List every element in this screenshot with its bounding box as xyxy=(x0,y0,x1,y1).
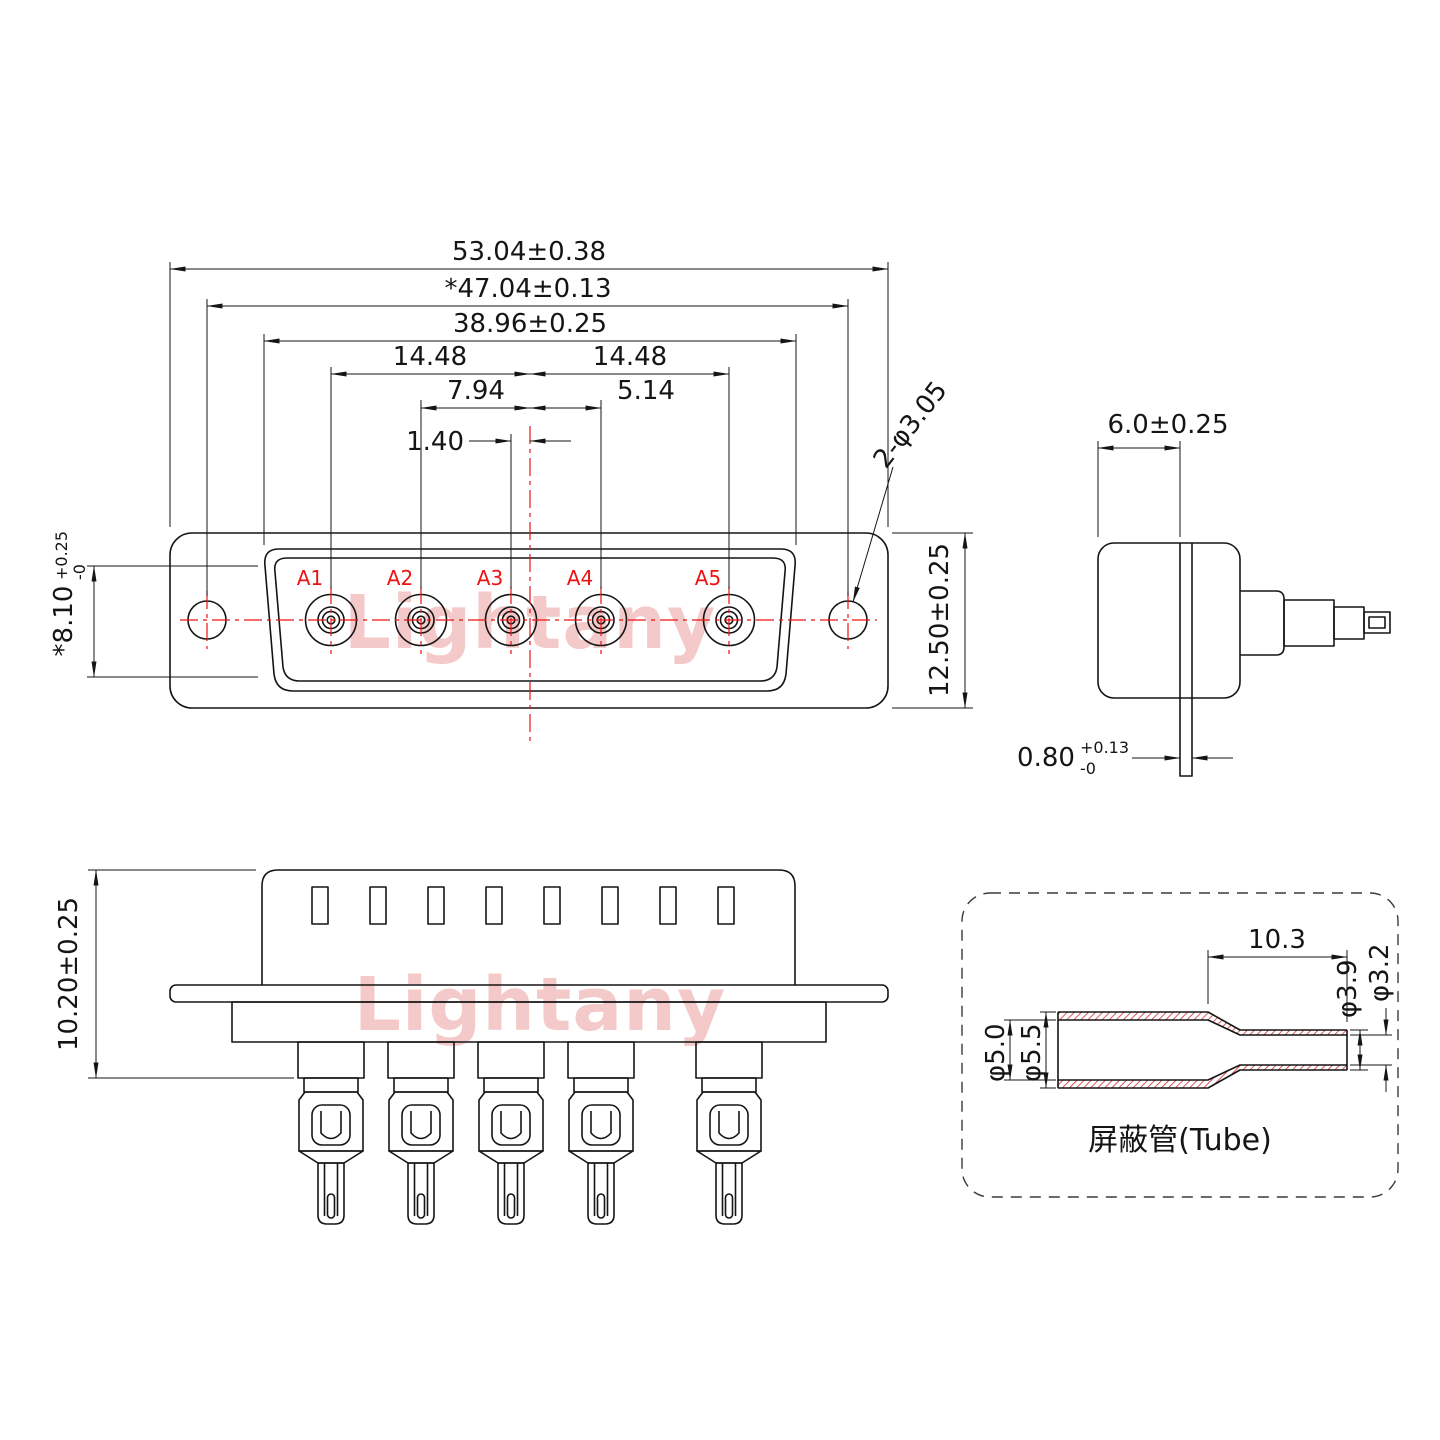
dim-span-center-a4: 5.14 xyxy=(529,376,675,589)
dim-text: 1.40 xyxy=(406,427,464,457)
dim-text: 10.3 xyxy=(1248,925,1306,955)
tube-outline-bore-top xyxy=(1058,1019,1347,1036)
flange-outline xyxy=(169,532,889,709)
dim-body-bore-dia: φ5.0 xyxy=(981,1019,1056,1083)
dim-text: φ3.2 xyxy=(1365,944,1395,1003)
front-view-centerlines xyxy=(180,426,877,744)
dim-tip-outer-dia: φ3.9 xyxy=(1333,960,1368,1071)
detail-border xyxy=(961,892,1399,1198)
watermark-rear: Lightany xyxy=(354,962,726,1048)
flange-tab xyxy=(1179,698,1193,777)
rear-view-geometry xyxy=(169,869,889,1225)
rear-contact-tip xyxy=(1363,611,1391,634)
dim-text: φ3.9 xyxy=(1333,960,1363,1019)
dim-flange-height: 12.50±0.25 xyxy=(892,532,973,709)
dim-tip-bore-dia: φ3.2 xyxy=(1350,944,1395,1092)
dshell-inner xyxy=(273,557,787,682)
dim-tolerance-lower: -0 xyxy=(1080,759,1096,778)
dim-text: 5.14 xyxy=(617,376,675,406)
dim-span-a3-center: 1.40 xyxy=(406,427,571,589)
dim-body-height: 10.20±0.25 xyxy=(54,869,294,1079)
dim-text: *47.04±0.13 xyxy=(444,274,611,304)
dim-tolerance-lower: -0 xyxy=(70,564,89,580)
contact-label-a4: A4 xyxy=(567,566,593,590)
dim-text: 0.80 xyxy=(1017,743,1075,773)
contact-label-a3: A3 xyxy=(477,566,503,590)
dim-text: *8.10 xyxy=(49,586,79,657)
dim-tolerance-upper: +0.13 xyxy=(1080,738,1129,757)
rear-view: 10.20±0.25 xyxy=(54,869,889,1225)
tube-outline-bore-bottom xyxy=(1058,1064,1347,1081)
dim-text: 12.50±0.25 xyxy=(925,543,955,697)
dim-span-a1-center: 14.48 xyxy=(330,342,531,589)
rear-contact-slot xyxy=(1368,616,1386,629)
dim-text: 6.0±0.25 xyxy=(1107,410,1228,440)
tube-outline-outer-top xyxy=(1058,1011,1347,1031)
dim-text: φ5.5 xyxy=(1017,1024,1047,1083)
dim-shell-height: *8.10 +0.25 -0 xyxy=(49,531,258,678)
leader-line xyxy=(852,466,894,603)
side-view: 6.0±0.25 0.80 +0.13 -0 xyxy=(1017,410,1391,778)
dim-text: 38.96±0.25 xyxy=(453,309,607,339)
dshell-outer xyxy=(263,548,797,692)
side-body-outline xyxy=(1097,542,1241,699)
tube-outline-outer-bottom xyxy=(1058,1069,1347,1089)
dim-tolerance-upper: +0.25 xyxy=(52,531,71,580)
dim-text: 14.48 xyxy=(593,342,667,372)
dim-text: 7.94 xyxy=(447,376,505,406)
dim-flange-thickness: 0.80 +0.13 -0 xyxy=(1017,738,1233,778)
rear-shell-outline xyxy=(261,869,796,985)
contact-label-a1: A1 xyxy=(297,566,323,590)
dim-span-center-a5: 14.48 xyxy=(529,342,730,589)
dim-text: φ5.0 xyxy=(981,1024,1011,1083)
dim-flange-width: 53.04±0.38 xyxy=(169,237,889,527)
side-view-geometry xyxy=(1097,542,1391,777)
dim-span-a2-center: 7.94 xyxy=(420,376,531,589)
dim-text: 14.48 xyxy=(393,342,467,372)
dim-text: 53.04±0.38 xyxy=(452,237,606,267)
tube-detail: 10.3 φ3.9 φ3.2 φ5.0 xyxy=(961,892,1399,1198)
dim-sleeve-length: 10.3 xyxy=(1207,925,1348,1022)
dim-mount-hole-span: *47.04±0.13 xyxy=(206,274,849,596)
dim-text: 10.20±0.25 xyxy=(54,897,84,1051)
dim-shell-depth: 6.0±0.25 xyxy=(1097,410,1229,537)
tube-detail-title: 屏蔽管(Tube) xyxy=(1088,1123,1272,1158)
contact-label-a2: A2 xyxy=(387,566,413,590)
dim-body-outer-dia: φ5.5 xyxy=(1017,1011,1056,1089)
contact-label-a5: A5 xyxy=(695,566,721,590)
dim-shell-width: 38.96±0.25 xyxy=(263,309,797,545)
